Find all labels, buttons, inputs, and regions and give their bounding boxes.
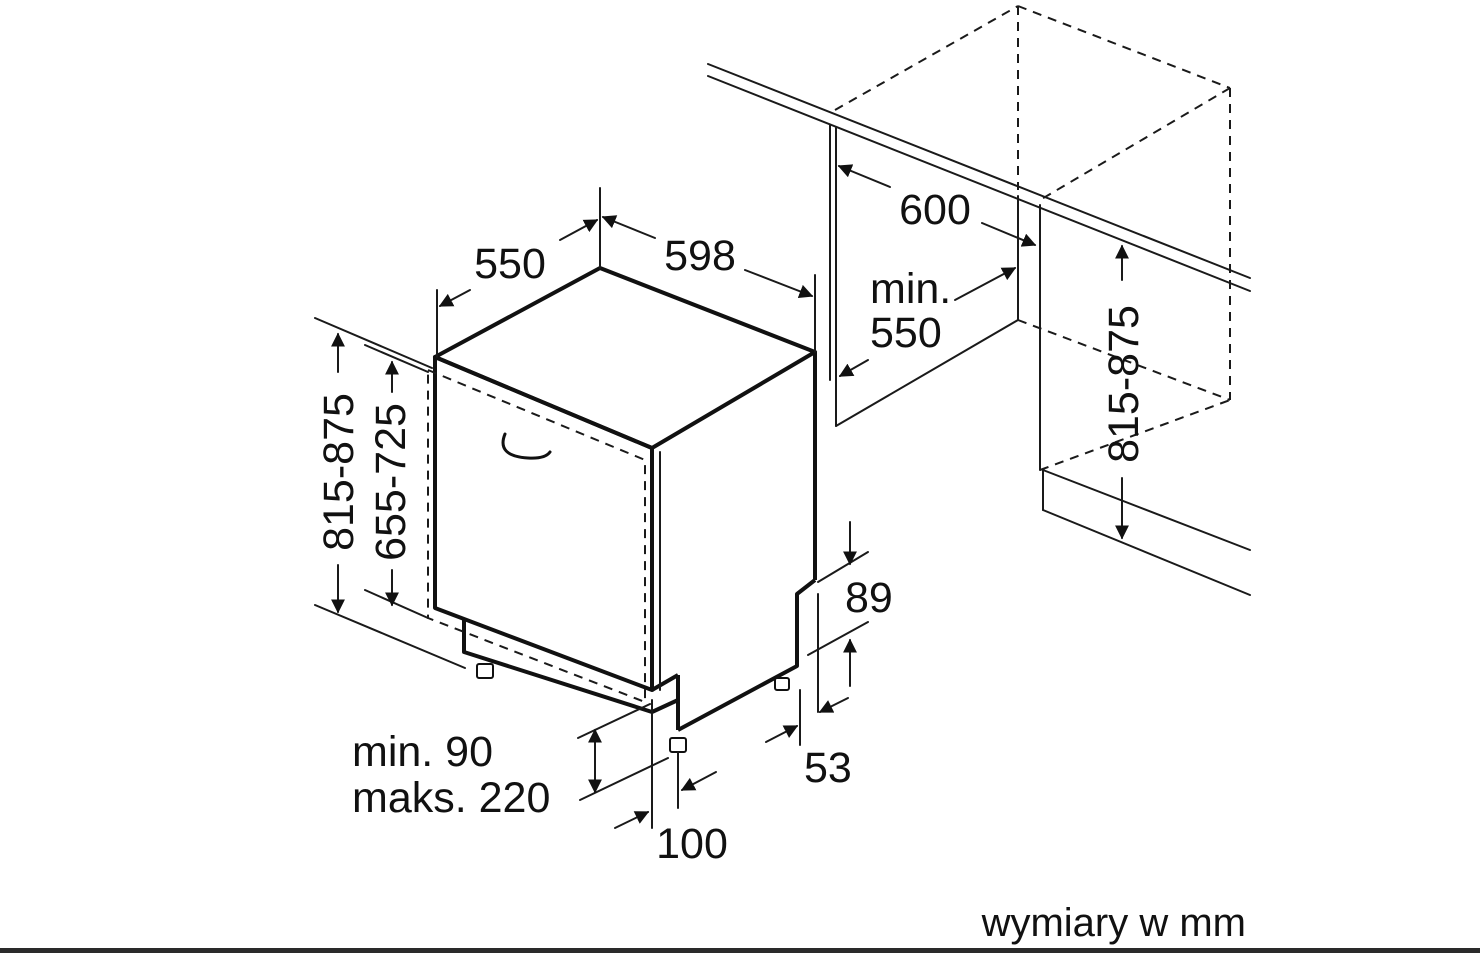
label-width: 598 <box>664 232 736 280</box>
bottom-rule <box>0 948 1480 953</box>
label-niche-depth-line2: 550 <box>870 309 942 357</box>
label-top-offset: 89 <box>845 574 893 622</box>
label-bottom-offset: 53 <box>804 744 852 792</box>
units-note: wymiary w mm <box>981 901 1246 945</box>
door-handle-icon <box>501 432 552 460</box>
dishwasher-body <box>427 266 817 753</box>
cabinet-niche <box>707 5 1251 596</box>
label-depth: 550 <box>474 240 546 288</box>
label-niche-depth-line1: min. <box>870 265 951 313</box>
label-height-left: 815-875 <box>315 393 363 551</box>
label-plinth-line1: min. 90 <box>352 728 493 776</box>
adjustable-feet <box>476 663 790 753</box>
dimension-lines <box>314 164 1129 829</box>
label-foot-setback: 100 <box>656 820 728 868</box>
label-niche-width: 600 <box>899 186 971 234</box>
label-height-niche: 815-875 <box>1100 305 1148 463</box>
label-height-front: 655-725 <box>367 403 415 561</box>
label-plinth-line2: maks. 220 <box>352 774 550 822</box>
